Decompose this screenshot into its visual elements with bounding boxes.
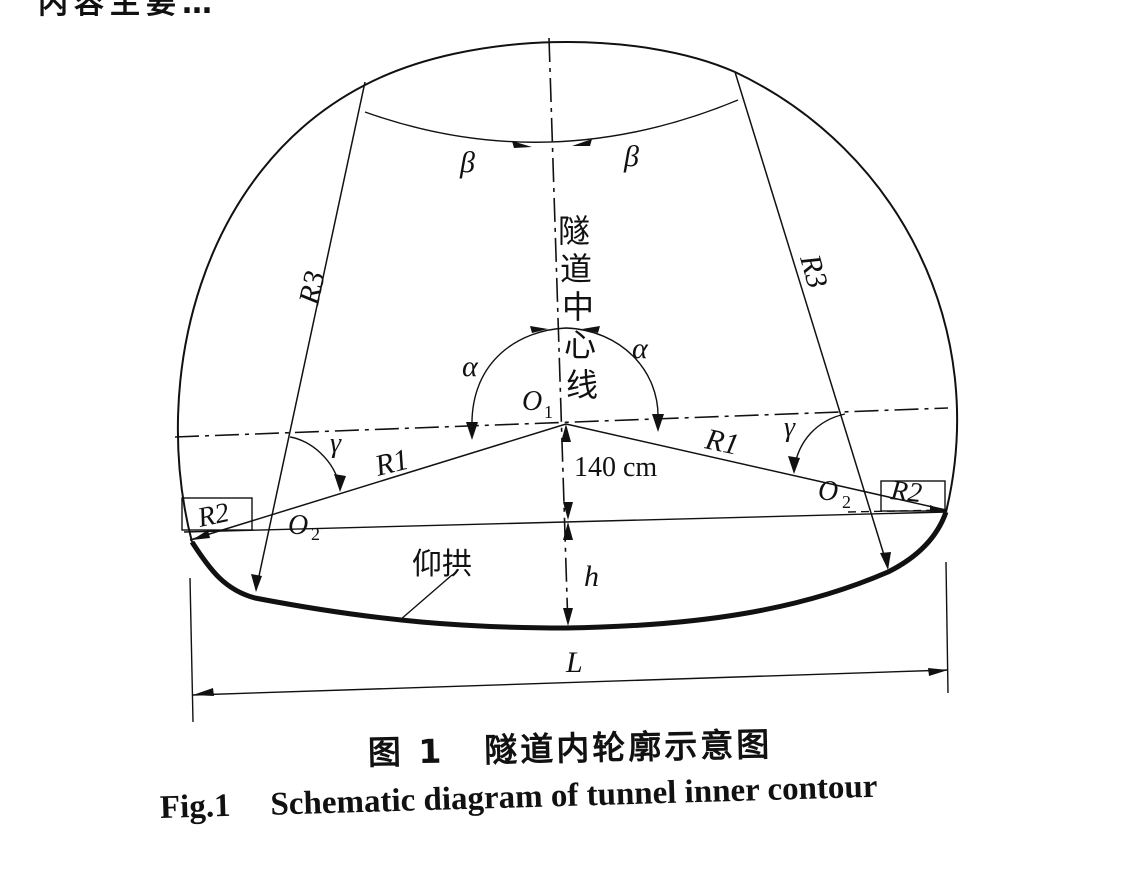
label-alpha-right: α: [632, 332, 649, 365]
centerline-char-5: 线: [566, 366, 598, 404]
centerline-char-1: 隧: [558, 212, 590, 250]
r2-box-left: [181, 497, 253, 531]
beta-arrow-left: [512, 141, 532, 148]
alpha-arrow-right: [652, 414, 664, 432]
invert-curve: [189, 511, 949, 631]
label-o1-sub: 1: [544, 402, 553, 422]
alpha-arrow-top-left: [530, 326, 548, 333]
beta-arrow-right: [572, 139, 592, 146]
label-L: L: [565, 646, 583, 679]
r3-arrow-right: [880, 552, 891, 570]
label-r2-left: R2: [194, 497, 232, 534]
centerline-char-4: 心: [564, 326, 596, 364]
l-arrow-right: [928, 668, 948, 676]
alpha-arrow-left: [466, 422, 478, 440]
r3-line-right: [734, 71, 889, 569]
caption-cn-text: 隧道内轮廓示意图: [483, 724, 773, 770]
r2-arrow-right: [930, 505, 946, 513]
dim-140-arrow-top: [561, 424, 571, 442]
l-dimension-line: [192, 669, 949, 696]
label-o2-right: O: [818, 476, 838, 507]
caption-en-number: Fig.1: [159, 787, 232, 826]
label-gamma-right: γ: [784, 412, 796, 443]
r2-box-right: [880, 480, 946, 512]
label-r3-right: R3: [793, 250, 834, 292]
h-arrow-top: [563, 522, 573, 540]
tunnel-arch: [176, 40, 959, 543]
r1-line-left: [189, 423, 567, 541]
r3-line-left: [255, 81, 366, 591]
label-o2-right-sub: 2: [842, 492, 851, 512]
beta-arc: [364, 99, 739, 143]
alpha-arrow-top-right: [582, 326, 600, 333]
tunnel-centerline: [548, 37, 569, 629]
r1-line-right: [565, 423, 947, 511]
r3-arrow-left: [251, 574, 262, 592]
centerline-char-2: 道: [560, 250, 592, 288]
label-beta-right: β: [623, 140, 639, 173]
o1-horizontal-line: [174, 407, 949, 438]
l-extension-right: [945, 561, 949, 694]
invert-leader: [399, 574, 453, 621]
caption-cn-number: 图 1: [367, 731, 445, 773]
label-r2-right: R2: [888, 475, 923, 509]
header-fragment: 内容主要…: [38, 0, 218, 21]
gamma-arrow-right: [788, 456, 800, 474]
label-o2-left-sub: 2: [311, 524, 320, 544]
label-beta-left: β: [459, 146, 475, 179]
r2-arrow-left: [192, 530, 210, 540]
label-o2-left: O: [288, 510, 308, 541]
label-invert: 仰拱: [412, 547, 472, 582]
l-extension-left: [189, 577, 194, 723]
label-140cm: 140 cm: [574, 452, 657, 483]
label-r1-right: R1: [702, 422, 742, 461]
alpha-arc: [471, 327, 659, 429]
label-alpha-left: α: [462, 350, 479, 383]
gamma-arrow-left: [334, 474, 346, 492]
centerline-char-3: 中: [562, 288, 594, 326]
gamma-arc-right: [793, 413, 846, 471]
label-gamma-left: γ: [330, 428, 342, 459]
label-r1-left: R1: [371, 443, 412, 483]
dim-140-arrow-bottom: [563, 502, 573, 520]
h-arrow-bottom: [563, 608, 573, 626]
o2-horizontal-line: [183, 511, 947, 533]
label-r3-left: R3: [292, 268, 331, 308]
label-h: h: [584, 560, 599, 593]
l-arrow-left: [193, 688, 214, 696]
label-o1: O: [522, 386, 542, 417]
